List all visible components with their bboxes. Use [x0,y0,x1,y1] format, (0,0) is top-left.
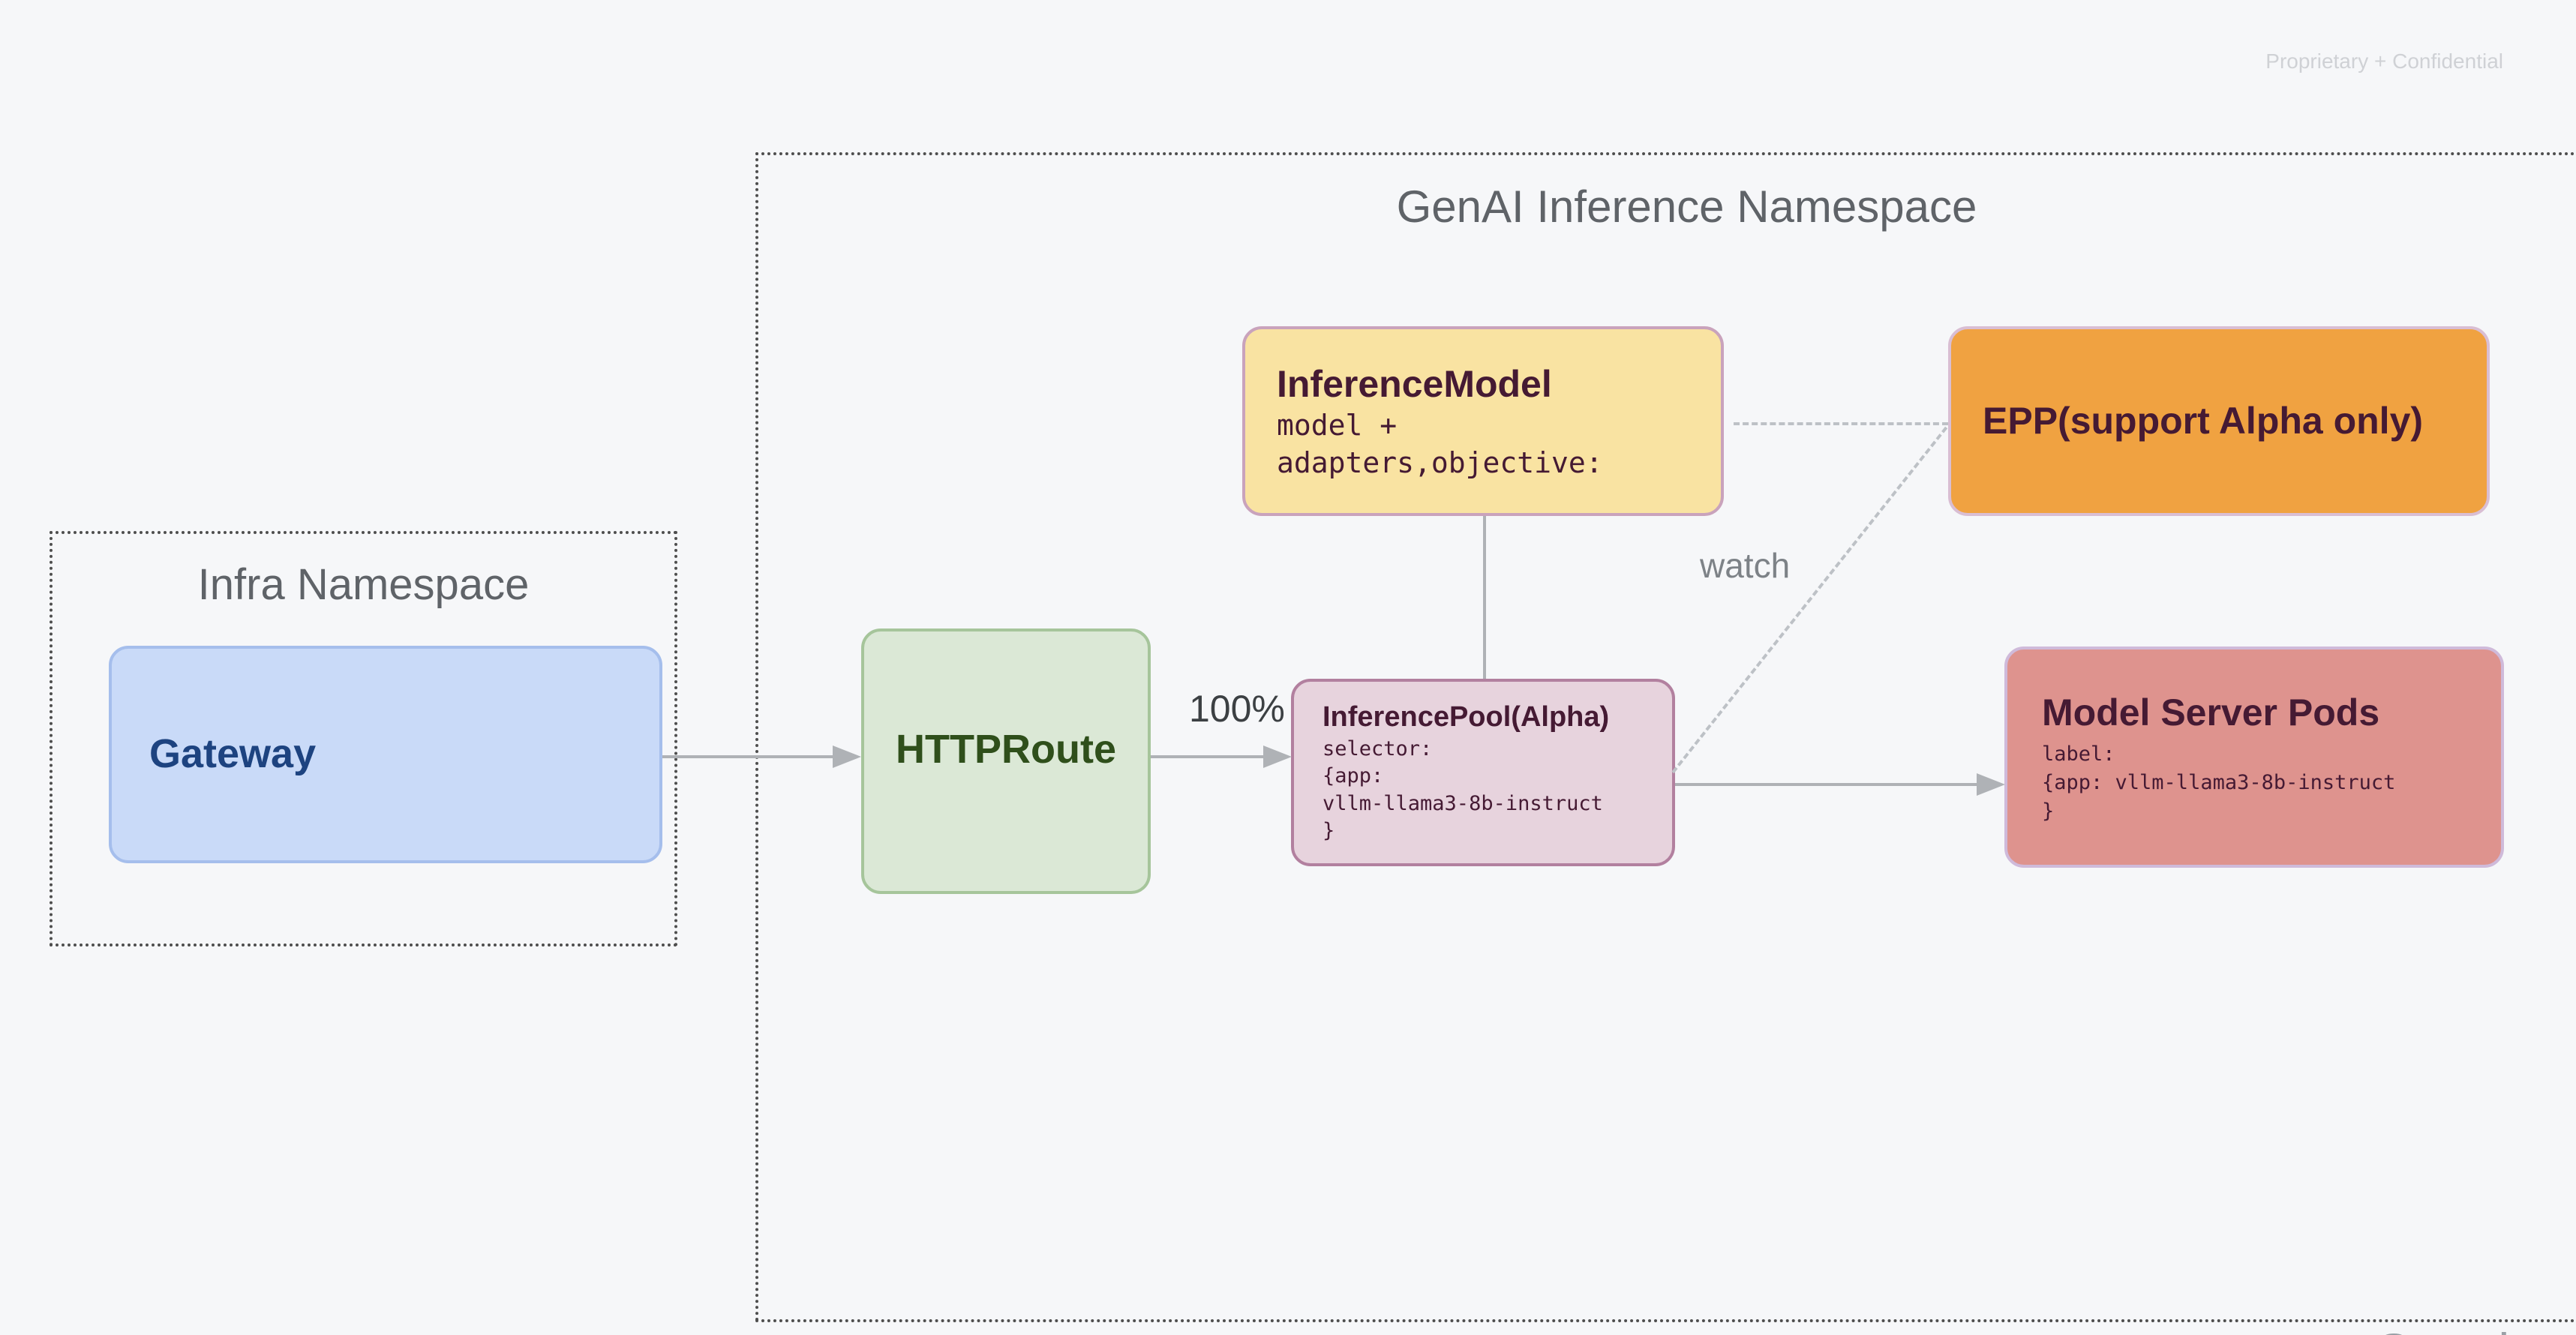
gateway-node: Gateway [109,646,662,863]
code-line: } [1323,819,1335,843]
inference-model-node-title: InferenceModel [1277,362,1552,405]
inference-pool-node-title: InferencePool(Alpha) [1323,701,1610,734]
code-line: {app: [1323,764,1384,788]
infra-namespace-container: Infra Namespace [50,531,677,946]
model-server-pods-node-title: Model Server Pods [2042,691,2380,734]
epp-node: EPP(support Alpha only) [1948,326,2490,516]
arrowhead-icon [833,746,861,768]
httproute-node-title: HTTPRoute [896,727,1116,772]
httproute-node: HTTPRoute [861,628,1151,894]
arrowhead-icon [1977,773,2005,796]
arrow-httproute-to-inference-pool [1151,755,1265,758]
line-inference-model-to-inference-pool [1483,516,1486,679]
inference-model-node: InferenceModel model + adapters,objectiv… [1242,326,1724,516]
infra-namespace-title: Infra Namespace [197,560,530,609]
code-line: model + [1277,409,1398,442]
confidentiality-watermark: Proprietary + Confidential [2265,50,2503,73]
arrow-inference-pool-to-model-server-pods [1675,783,1978,786]
genai-namespace-title: GenAI Inference Namespace [1396,182,1977,232]
traffic-weight-label: 100% [1189,688,1285,730]
code-line: adapters,objective: [1277,446,1603,479]
gateway-node-title: Gateway [149,731,317,777]
watch-label: watch [1700,546,1791,585]
code-line: vllm-llama3-8b-instruct [1323,791,1603,815]
epp-node-title: EPP(support Alpha only) [1983,400,2424,442]
dashed-line-inference-model-to-epp [1734,422,1948,425]
google-logo-partial: Google [2374,1322,2538,1335]
arrow-gateway-to-httproute [662,755,833,758]
inference-pool-node: InferencePool(Alpha) selector: {app: vll… [1291,679,1675,866]
code-line: } [2042,799,2055,823]
model-server-pods-node: Model Server Pods label: {app: vllm-llam… [2004,646,2504,868]
genai-namespace-container: GenAI Inference Namespace [755,152,2576,1322]
arrowhead-icon [1263,746,1292,768]
code-line: {app: vllm-llama3-8b-instruct [2042,770,2396,794]
code-line: label: [2042,742,2115,766]
code-line: selector: [1323,736,1433,760]
